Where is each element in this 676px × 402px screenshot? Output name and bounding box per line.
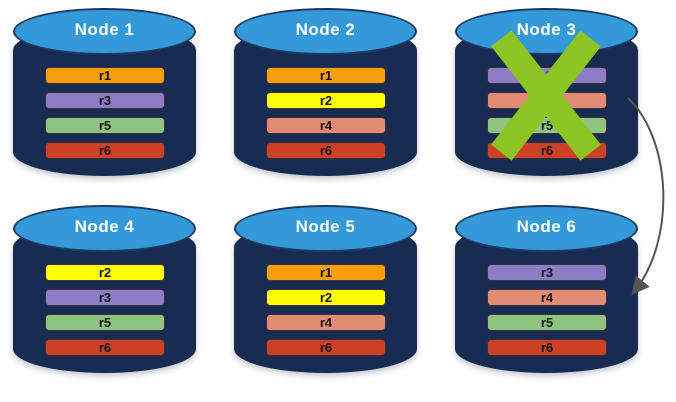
node-6-replica-list: r3 r4 r5 r6 — [487, 264, 607, 356]
node-5[interactable]: Node 5 r1 r2 r4 r6 — [234, 205, 417, 390]
node-3-cylinder-top — [455, 8, 638, 55]
node-4-cylinder-top — [13, 205, 196, 252]
replica-bar[interactable]: r5 — [487, 314, 607, 331]
node-1[interactable]: Node 1 r1 r3 r5 r6 — [13, 8, 196, 193]
replica-bar[interactable]: r2 — [45, 264, 165, 281]
replica-bar[interactable]: r4 — [266, 314, 386, 331]
replica-bar[interactable]: r6 — [266, 339, 386, 356]
node-2-replica-list: r1 r2 r4 r6 — [266, 67, 386, 159]
node-6[interactable]: Node 6 r3 r4 r5 r6 — [455, 205, 638, 390]
replica-bar[interactable]: r6 — [45, 142, 165, 159]
replica-bar[interactable]: r6 — [487, 142, 607, 159]
replica-bar[interactable]: r3 — [487, 67, 607, 84]
replica-bar[interactable]: r3 — [45, 92, 165, 109]
replica-bar[interactable]: r4 — [266, 117, 386, 134]
replica-bar[interactable]: r3 — [487, 264, 607, 281]
node-4[interactable]: Node 4 r2 r3 r5 r6 — [13, 205, 196, 390]
replica-bar[interactable]: r4 — [487, 289, 607, 306]
replica-bar[interactable]: r6 — [45, 339, 165, 356]
node-6-cylinder-top — [455, 205, 638, 252]
node-2[interactable]: Node 2 r1 r2 r4 r6 — [234, 8, 417, 193]
node-5-cylinder-top — [234, 205, 417, 252]
replica-bar[interactable]: r6 — [487, 339, 607, 356]
node-3[interactable]: Node 3 r3 r4 r5 r6 — [455, 8, 638, 193]
node-2-cylinder-top — [234, 8, 417, 55]
replica-bar[interactable]: r1 — [45, 67, 165, 84]
replica-bar[interactable]: r1 — [266, 264, 386, 281]
replica-bar[interactable]: r4 — [487, 92, 607, 109]
replica-bar[interactable]: r5 — [45, 117, 165, 134]
node-4-replica-list: r2 r3 r5 r6 — [45, 264, 165, 356]
replica-bar[interactable]: r6 — [266, 142, 386, 159]
replica-bar[interactable]: r2 — [266, 92, 386, 109]
replica-bar[interactable]: r5 — [45, 314, 165, 331]
replica-bar[interactable]: r5 — [487, 117, 607, 134]
replica-bar[interactable]: r2 — [266, 289, 386, 306]
node-5-replica-list: r1 r2 r4 r6 — [266, 264, 386, 356]
node-1-cylinder-top — [13, 8, 196, 55]
node-3-replica-list: r3 r4 r5 r6 — [487, 67, 607, 159]
replica-bar[interactable]: r3 — [45, 289, 165, 306]
node-1-replica-list: r1 r3 r5 r6 — [45, 67, 165, 159]
replica-bar[interactable]: r1 — [266, 67, 386, 84]
